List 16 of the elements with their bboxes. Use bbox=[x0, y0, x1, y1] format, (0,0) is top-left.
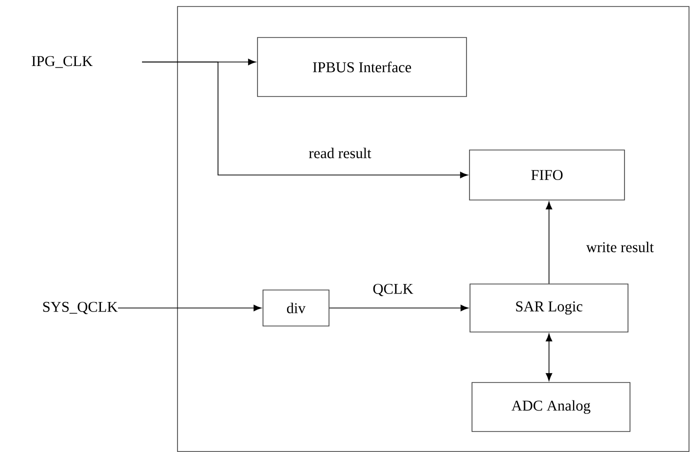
arrow bbox=[329, 304, 468, 312]
edge-label: write result bbox=[585, 240, 655, 254]
block-box: ADC Analog bbox=[472, 382, 630, 432]
arrow bbox=[118, 304, 262, 312]
signal-label: SYS_QCLK bbox=[43, 302, 118, 314]
edge-label: QCLK bbox=[372, 282, 414, 298]
arrow bbox=[546, 202, 552, 284]
edge-label: read result bbox=[308, 146, 372, 160]
signal-label: IPG_CLK bbox=[32, 56, 93, 68]
block-box: FIFO bbox=[469, 150, 625, 200]
block-box: IPBUS Interface bbox=[257, 37, 467, 97]
block-box: div bbox=[262, 290, 330, 326]
arrow bbox=[142, 62, 468, 178]
block-box: SAR Logic bbox=[470, 284, 628, 332]
module-frame bbox=[177, 6, 690, 452]
arrow bbox=[546, 334, 552, 381]
